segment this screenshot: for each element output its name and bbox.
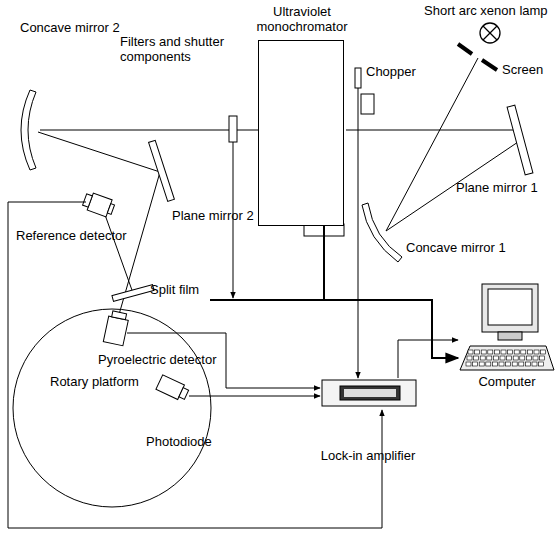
node-label: Rotary platform xyxy=(50,374,139,389)
filter-bar xyxy=(229,116,237,298)
detector-icon xyxy=(82,191,116,218)
part-label: Filters and shutter components xyxy=(120,34,238,64)
signal-connector xyxy=(398,340,458,378)
signal-wire xyxy=(8,202,382,528)
monochromator-box: Ultraviolet monochromator xyxy=(254,4,350,226)
part-label: Chopper xyxy=(366,64,416,79)
screen xyxy=(458,44,497,70)
part-label: Pyroelectric detector xyxy=(98,352,217,367)
part-label: Short arc xenon lamp xyxy=(424,3,548,18)
lock-in-amplifier: Lock-in amplifier xyxy=(312,378,424,463)
monochromator-outline xyxy=(258,40,344,226)
rotary-platform: Rotary platform xyxy=(12,308,212,508)
data-bus xyxy=(210,299,324,301)
part-label: Plane mirror 1 xyxy=(456,180,538,195)
amplifier-icon xyxy=(320,378,420,408)
concave-mirror xyxy=(21,90,36,170)
part-label: Reference detector xyxy=(16,228,127,243)
xenon-lamp xyxy=(480,23,500,43)
node-label: Ultraviolet monochromator xyxy=(254,4,350,34)
detector-icon xyxy=(103,310,129,345)
part-label: Plane mirror 2 xyxy=(172,208,254,223)
part-label: Screen xyxy=(502,62,543,77)
computer-icon xyxy=(458,282,556,374)
part-label: Split film xyxy=(150,282,199,297)
node-label: Lock-in amplifier xyxy=(312,448,424,463)
part-label: Concave mirror 1 xyxy=(406,240,506,255)
split-film xyxy=(112,285,154,302)
concave-mirror xyxy=(362,203,402,262)
computer: Computer xyxy=(458,282,556,389)
part-label: Photodiode xyxy=(146,434,212,449)
node-label: Computer xyxy=(458,374,556,389)
part-label: Concave mirror 2 xyxy=(20,20,120,35)
photodiode-icon xyxy=(156,375,190,402)
platform-outline xyxy=(12,308,212,508)
plane-mirror xyxy=(507,105,533,175)
chopper xyxy=(355,68,374,378)
plane-mirror xyxy=(149,140,175,201)
